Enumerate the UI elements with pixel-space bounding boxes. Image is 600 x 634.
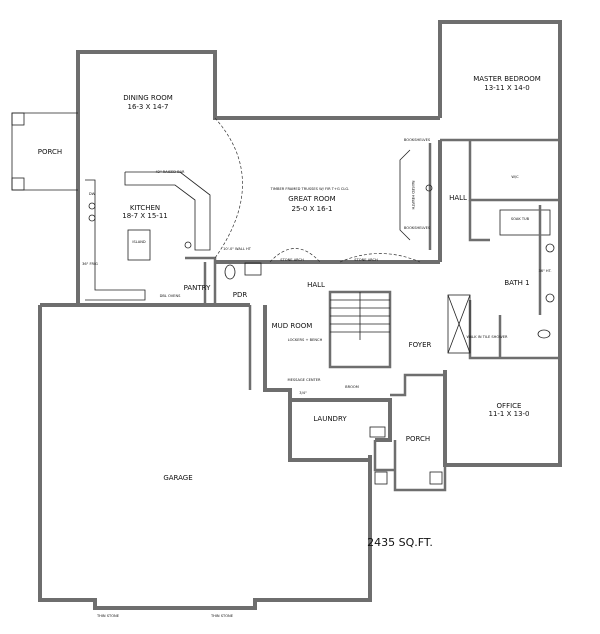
dining-room-size: 16-3 X 14-7: [127, 103, 168, 111]
porch-left-label: PORCH: [38, 148, 62, 156]
bookshelves-note: BOOKSHELVES: [404, 138, 431, 142]
foyer-label: FOYER: [409, 341, 432, 349]
hall-right-label: HALL: [449, 194, 467, 202]
stone-arch-note: STONE ARCH: [280, 258, 304, 262]
kitchen-label: KITCHEN: [130, 204, 160, 212]
porch-front-label: PORCH: [406, 435, 430, 443]
thin-stone-note: THIN STONE: [96, 614, 120, 618]
broom-note: BROOM: [345, 385, 359, 389]
vanity-height-note: 36" HT.: [539, 269, 552, 273]
mud-room-label: MUD ROOM: [272, 322, 313, 330]
great-room-label: GREAT ROOM: [288, 195, 335, 203]
island-note: ISLAND: [132, 240, 146, 244]
office-size: 11-1 X 13-0: [488, 410, 529, 418]
soak-tub-note: SOAK TUB: [511, 217, 530, 221]
walls: [11, 20, 562, 610]
kitchen-size: 18-7 X 15-11: [122, 212, 167, 220]
master-bedroom-size: 13-11 X 14-0: [484, 84, 529, 92]
three-quarter-note: 3/4": [299, 391, 307, 395]
lockers-note: LOCKERS + BENCH: [288, 338, 323, 342]
bath-label: BATH 1: [504, 279, 529, 287]
pantry-label: PANTRY: [184, 284, 211, 292]
garage-label: GARAGE: [163, 474, 192, 482]
office-label: OFFICE: [497, 402, 522, 410]
wic-label: W/C: [511, 175, 519, 179]
hall-label: HALL: [307, 281, 325, 289]
total-area-label: 2435 SQ.FT.: [367, 536, 433, 549]
stone-arch-note: STONE ARCH: [354, 258, 378, 262]
room-labels: DINING ROOM 16-3 X 14-7 PORCH KITCHEN 18…: [38, 75, 541, 482]
wall-height-note: 10'-0" WALL HT: [223, 247, 252, 251]
pdr-label: PDR: [233, 291, 248, 299]
great-room-size: 25-0 X 16-1: [291, 205, 332, 213]
raised-bar-note: 42" RAISED BAR: [155, 170, 185, 174]
ovens-note: DBL OVENS: [160, 294, 182, 298]
shower-note: WALK IN TILE SHOWER: [466, 335, 508, 339]
message-center-note: MESSAGE CENTER: [287, 378, 321, 382]
laundry-label: LAUNDRY: [313, 415, 347, 423]
dining-room-label: DINING ROOM: [123, 94, 173, 102]
thin-stone-note: THIN STONE: [210, 614, 234, 618]
hearth-note: RAISED HEARTH: [411, 181, 415, 210]
master-bedroom-label: MASTER BEDROOM: [473, 75, 541, 83]
dw-note: DW: [89, 192, 96, 196]
bookshelves-note: BOOKSHELVES: [404, 226, 431, 230]
great-room-note: TIMBER FRAMED TRUSSES W/ FIR T+G CLG.: [270, 187, 350, 191]
frig-note: 36" FRIG: [82, 262, 98, 266]
annotations: 42" RAISED BAR DW ISLAND 36" FRIG DBL OV…: [82, 138, 551, 618]
